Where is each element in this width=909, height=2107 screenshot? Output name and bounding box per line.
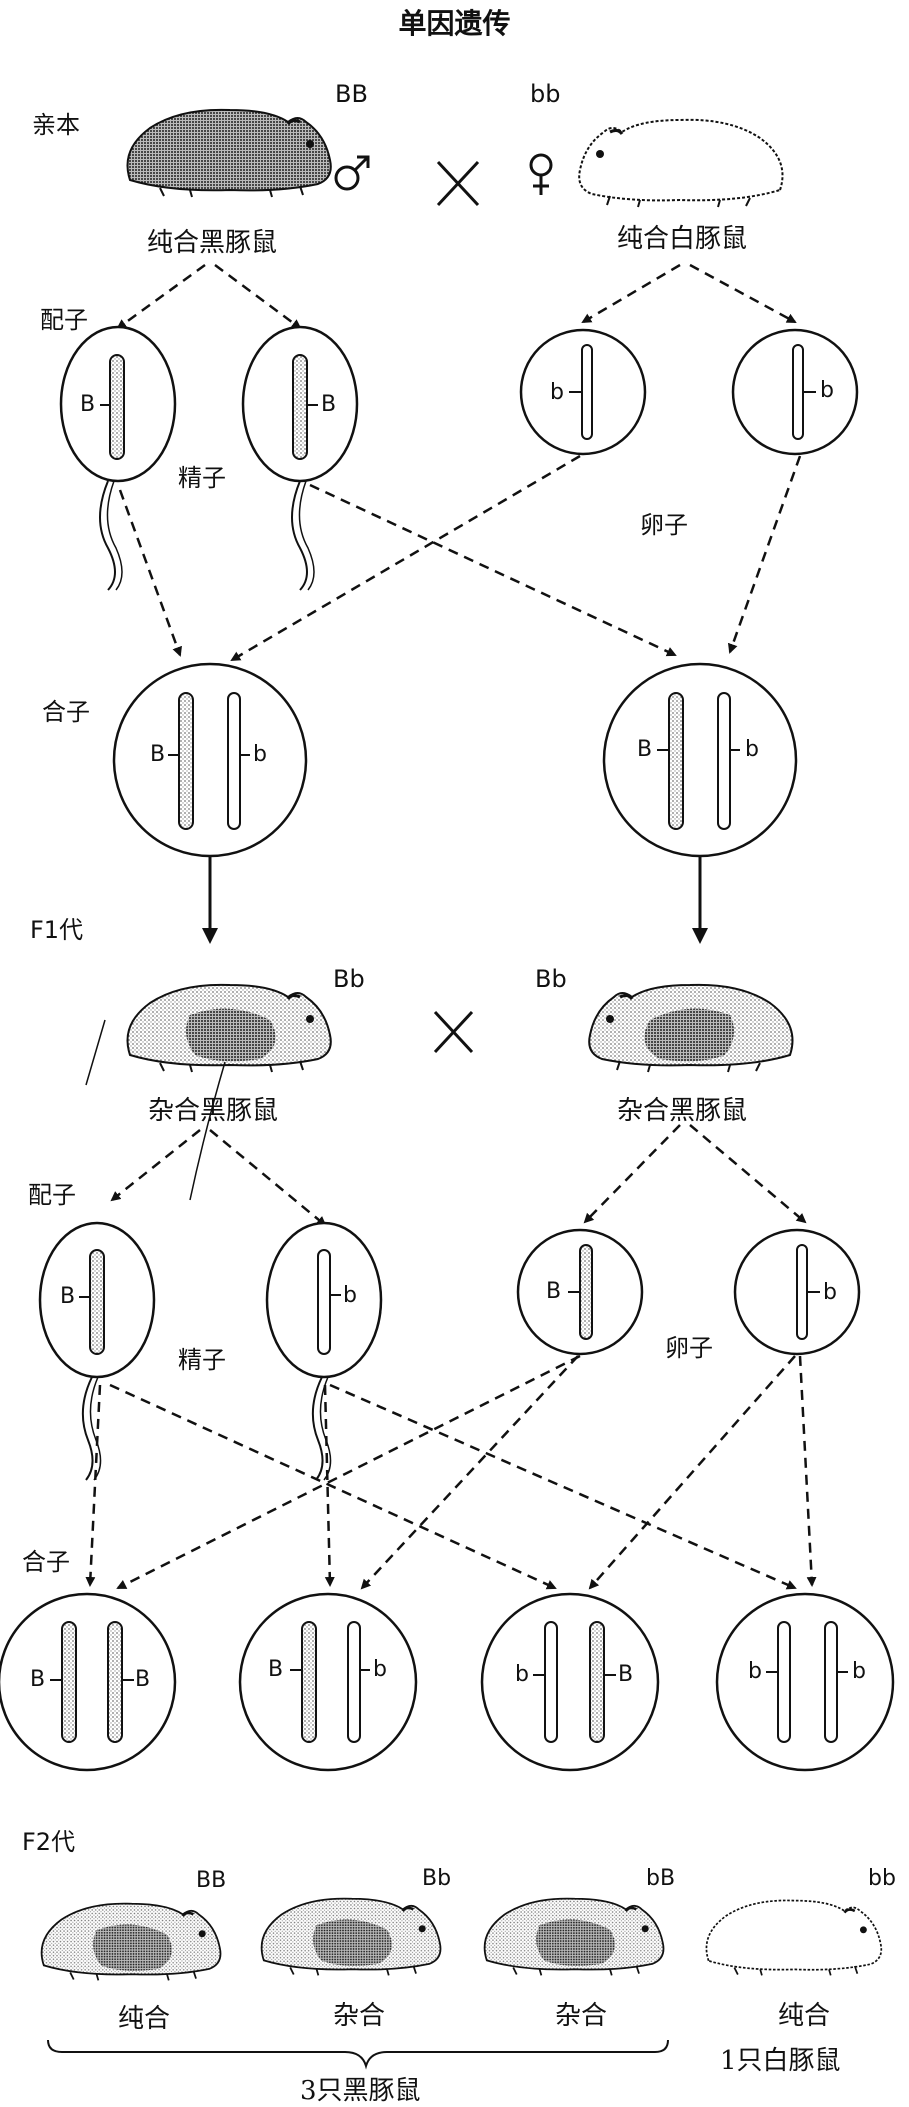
f2-guinea-pig-1 [40,1902,222,1982]
f2-3-label: 杂合 [555,2001,608,2031]
male-label: 纯合黑豚鼠 [147,228,278,258]
zygote-5-left-allele: b [515,1662,529,1687]
male-symbol-icon [334,155,370,191]
zygote-5 [480,1592,660,1772]
egg-3-allele: B [546,1279,562,1304]
black-summary: 3只黑豚鼠 [300,2076,421,2106]
f1-stage-label: F1代 [30,916,84,944]
egg-cell-2 [731,328,859,456]
zygote-6-right-allele: b [852,1659,866,1684]
sperm-label-2: 精子 [178,1346,226,1374]
zygote-3-right-allele: B [135,1667,151,1692]
white-summary: 1只白豚鼠 [720,2046,841,2076]
sperm-cell-2 [241,325,359,591]
zygote-4-left-allele: B [268,1657,284,1682]
zygote-3-left-allele: B [30,1667,46,1692]
egg-cell-3 [516,1228,644,1356]
sperm-label-1: 精子 [178,464,226,492]
f2-guinea-pig-4 [705,1899,883,1977]
female-label: 纯合白豚鼠 [617,224,748,254]
f2-1-label: 纯合 [118,2004,171,2034]
zygote-4-right-allele: b [373,1657,387,1682]
f2-1-genotype: BB [196,1868,227,1893]
male-genotype: BB [335,80,368,108]
f2-stage-label: F2代 [22,1828,76,1856]
sperm-2-allele: B [321,392,337,417]
f1-left-label: 杂合黑豚鼠 [148,1096,279,1126]
egg-2-allele: b [820,378,834,403]
zygote-stage-label-2: 合子 [22,1548,70,1576]
f1-left-guinea-pig [126,983,333,1074]
sperm-1-allele: B [80,392,96,417]
page-title: 单因遗传 [398,7,511,40]
f2-3-genotype: bB [646,1866,676,1891]
zygote-stage-label-1: 合子 [42,698,90,726]
f1-right-guinea-pig [587,983,794,1074]
zygote-2-left-allele: B [637,737,653,762]
zygote-1-right-allele: b [253,742,267,767]
f1-right-label: 杂合黑豚鼠 [617,1096,748,1126]
gamete-to-zygote-arrows-2 [85,1354,817,1590]
f1-left-genotype: Bb [333,965,365,993]
f2-4-label: 纯合 [778,2001,831,2031]
female-white-guinea-pig [577,118,784,209]
zygote-6 [715,1592,895,1772]
scan-mark-lines [85,1019,226,1201]
black-offspring-brace [47,2039,669,2070]
f2-guinea-pig-2 [260,1897,442,1977]
male-black-guinea-pig [126,108,333,199]
sperm-4-allele: b [343,1283,357,1308]
gamete-to-zygote-arrows-1 [118,454,802,662]
f2-guinea-pig-3 [483,1897,665,1977]
zygote-2 [602,662,798,858]
parent-stage-label: 亲本 [32,111,80,139]
egg-cell-4 [733,1228,861,1356]
zygote-2-right-allele: b [745,737,759,762]
sperm-cell-3 [38,1221,156,1481]
parent-to-gamete-arrows [116,263,797,330]
zygote-to-f1-arrows [202,857,708,944]
cross-symbol [436,160,480,207]
gamete-stage-label-2: 配子 [28,1181,76,1209]
sperm-cell-1 [59,325,177,591]
zygote-1-left-allele: B [150,742,166,767]
f1-right-genotype: Bb [535,965,567,993]
egg-label-2: 卵子 [665,1334,713,1362]
f2-2-label: 杂合 [333,2001,386,2031]
egg-cell-1 [519,328,647,456]
egg-label-1: 卵子 [640,511,688,539]
f2-4-genotype: bb [868,1866,896,1891]
female-genotype: bb [530,80,561,108]
f1-to-gamete-arrows [110,1124,807,1227]
sperm-3-allele: B [60,1284,76,1309]
female-symbol-icon [529,153,553,195]
f1-cross-symbol [433,1010,474,1054]
zygote-4 [238,1592,418,1772]
sperm-cell-4 [265,1221,383,1481]
zygote-6-left-allele: b [748,1659,762,1684]
zygote-3 [0,1592,177,1772]
f2-2-genotype: Bb [422,1866,452,1891]
egg-4-allele: b [823,1280,837,1305]
zygote-5-right-allele: B [618,1662,634,1687]
gamete-stage-label-1: 配子 [40,306,88,334]
egg-1-allele: b [550,380,564,405]
zygote-1 [112,662,308,858]
